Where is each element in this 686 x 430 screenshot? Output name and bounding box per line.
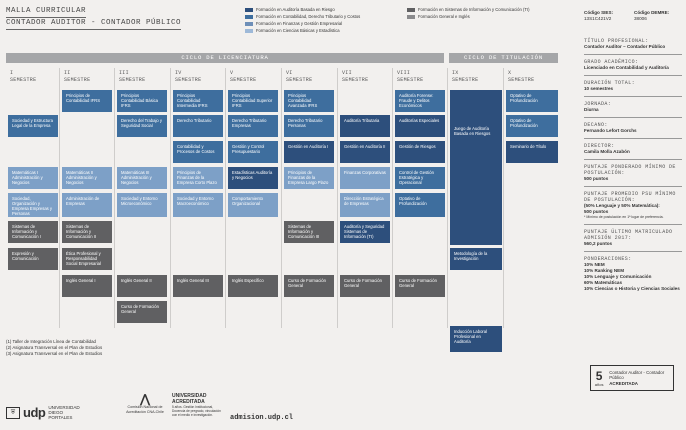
course-card[interactable]: Gestión en Auditoría I (284, 141, 334, 163)
course-card[interactable]: Matemáticas III Administración y Negocio… (117, 167, 167, 189)
udp-logo: ⛨ udp UNIVERSIDAD DIEGO PORTALES (6, 405, 82, 420)
course-card[interactable]: Optativo de Profundización (506, 115, 558, 137)
course-card[interactable]: Inglés General I (62, 275, 112, 297)
course-card[interactable]: Principios de Finanzas de la Empresa Cor… (173, 167, 223, 189)
course-card[interactable]: Gestión de Riesgos (395, 141, 445, 163)
course-card[interactable]: Optativo de Profundización (395, 193, 445, 217)
legend-item: Formación en Contabilidad, Derecho Tribu… (256, 14, 361, 19)
course-card[interactable]: Principios de Finanzas de la Empresa Lar… (284, 167, 334, 189)
course-card[interactable]: Seminario de Título (506, 141, 558, 163)
demre-code: Código DEMRE:38006 (634, 10, 670, 21)
title-line-1: MALLA CURRICULAR (6, 6, 87, 18)
course-card[interactable]: Derecho Tributario Personas (284, 115, 334, 137)
course-card[interactable]: Curso de Formación General (395, 275, 445, 297)
course-card[interactable]: Administración de Empresas (62, 193, 112, 217)
course-card[interactable]: Derecho del Trabajo y Seguridad Social (117, 115, 167, 137)
admission-url[interactable]: admision.udp.cl (230, 414, 294, 422)
course-card[interactable]: Metodología de la Investigación (450, 248, 502, 270)
udp-emblem-icon: ⛨ (6, 406, 20, 419)
course-card[interactable]: Principios de Contabilidad IFRS (62, 90, 112, 112)
course-card[interactable]: Sistemas de Información y Comunicación I (8, 221, 58, 243)
legend-item: Formación en Auditoría Basada en Riesgo (256, 7, 335, 12)
course-card[interactable]: Principios Contabilidad Superior IFRS (228, 90, 278, 112)
course-card[interactable]: Comportamiento Organizacional (228, 193, 278, 217)
course-card[interactable]: Principios Contabilidad Avanzada IFRS (284, 90, 334, 112)
cycle-titulacion: CICLO DE TITULACIÓN (449, 53, 558, 63)
course-card[interactable]: Auditoría y Seguridad Sistemas de Inform… (340, 221, 390, 243)
course-card[interactable]: Sistemas de Información y Comunicación I… (62, 221, 112, 243)
course-card[interactable]: Sociedad y Estructura Legal de la Empres… (8, 115, 58, 137)
course-card[interactable]: Sociedad y Entorno Macroeconómico (173, 193, 223, 217)
course-card[interactable]: Principios Contabilidad Básica IFRS (117, 90, 167, 112)
course-card[interactable]: Juego de Auditoría Basada en Riesgos (450, 90, 502, 245)
course-card[interactable]: Gestión en Auditoría II (340, 141, 390, 163)
course-card[interactable]: Finanzas Corporativas (340, 167, 390, 189)
course-card[interactable]: Auditoría Tributaria (340, 115, 390, 137)
program-info: TÍTULO PROFESIONAL: Contador Auditor – C… (584, 38, 684, 292)
course-card[interactable]: Derecho Tributario (173, 115, 223, 137)
legend-item: Formación en Ciencias Básicas y Estadíst… (256, 28, 340, 33)
course-card[interactable]: Matemáticas II Administración y Negocios (62, 167, 112, 189)
course-card[interactable]: Curso de Formación General (340, 275, 390, 297)
course-card[interactable]: Principios Contabilidad Intermedia IFRS (173, 90, 223, 112)
course-card[interactable]: Inducción Laboral Profesional en Auditor… (450, 326, 502, 352)
accreditation-badge: 5 años Contador Auditor - Contador Públi… (590, 365, 674, 391)
course-card[interactable]: Ética Profesional y Responsabilidad Soci… (62, 248, 112, 270)
course-card[interactable]: Inglés General III (173, 275, 223, 297)
course-card[interactable]: Sociedad, Organización y Empresa Empresa… (8, 193, 58, 217)
course-card[interactable]: Inglés General II (117, 275, 167, 297)
course-card[interactable]: Gestión y Control Presupuestario (228, 141, 278, 163)
legend-right: Formación en Sistemas de Información y C… (407, 7, 547, 19)
cycle-licenciatura: CICLO DE LICENCIATURA (6, 53, 444, 63)
course-card[interactable]: Inglés Específico (228, 275, 278, 297)
sies-code: Código SIES:13S1C421V2 (584, 10, 614, 21)
title-line-2: CONTADOR AUDITOR - CONTADOR PÚBLICO (6, 18, 182, 30)
course-card[interactable]: Dirección Estratégica de Empresas (340, 193, 390, 217)
course-card[interactable]: Matemáticas I Administración y Negocios (8, 167, 58, 189)
legend-left: Formación en Auditoría Basada en Riesgo … (245, 7, 395, 33)
course-card[interactable]: Derecho Tributario Empresas (228, 115, 278, 137)
cna-emblem-icon: ⋀ (140, 392, 150, 406)
course-card[interactable]: Auditorías Especiales (395, 115, 445, 137)
legend-item: Formación en Finanzas y Gestión Empresar… (256, 21, 343, 26)
course-card[interactable]: Sociedad y Entorno Microeconómico (117, 193, 167, 217)
legend-item: Formación en Sistemas de Información y C… (418, 7, 530, 12)
course-card[interactable]: Sistemas de Información y Comunicación I… (284, 221, 334, 243)
course-card[interactable]: Optativo de Profundización (506, 90, 558, 112)
legend-item: Formación General e Inglés (418, 14, 470, 19)
accredited-university: UNIVERSIDAD ACREDITADA 5 años. Gestión I… (172, 393, 221, 417)
course-card[interactable]: Curso de Formación General (284, 275, 334, 297)
cna-logo: ⋀ Comisión Nacional de Acreditación CNA-… (122, 393, 168, 414)
course-card[interactable]: Curso de Formación General (117, 301, 167, 323)
course-card[interactable]: Auditoría Forense: Fraude y Delitos Econ… (395, 90, 445, 112)
course-card[interactable]: Estadísticas Auditoría y Negocios (228, 167, 278, 189)
course-card[interactable]: Control de Gestión Estratégica y Operaci… (395, 167, 445, 189)
footnotes: (1) Taller de Integración Línea de Conta… (6, 339, 103, 356)
course-card[interactable]: Contabilidad y Procesos de Costos (173, 141, 223, 163)
course-card[interactable]: Expresión y Comunicación (8, 248, 58, 270)
page-title: MALLA CURRICULAR CONTADOR AUDITOR - CONT… (6, 6, 182, 30)
